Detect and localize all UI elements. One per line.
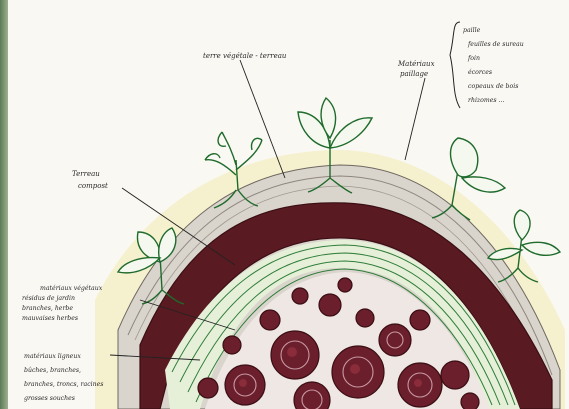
label-bottom-left: matériaux ligneux bûches, branches, bran… <box>24 353 103 402</box>
legend-item: rhizomes ... <box>468 97 505 104</box>
label-line: matériaux végétaux <box>40 285 103 292</box>
legend-item: feuilles de sureau <box>467 41 524 48</box>
label-compost-2: compost <box>78 182 108 190</box>
label-line: matériaux ligneux <box>24 353 81 360</box>
legend-item: copeaux de bois <box>468 83 518 90</box>
label-line: branches, troncs, racines <box>24 381 103 388</box>
label-line: grosses souches <box>24 395 75 402</box>
label-line: bûches, branches, <box>24 367 81 374</box>
legend-list: paille feuilles de sureau foin écorces c… <box>463 27 524 104</box>
label-paillage-2: paillage <box>400 70 428 78</box>
label-compost-1: Terreau <box>72 170 100 178</box>
legend-item: écorces <box>468 69 492 76</box>
label-paillage-1: Matériaux <box>397 60 435 68</box>
label-topsoil: terre végétale - terreau <box>203 52 287 60</box>
label-line: mauvaises herbes <box>22 315 78 322</box>
legend-bracket <box>450 22 460 108</box>
label-line: résidus de jardin <box>22 295 75 302</box>
legend-item: paille <box>463 27 481 34</box>
label-lower-left: matériaux végétaux résidus de jardin bra… <box>22 285 103 322</box>
legend-item: foin <box>467 55 480 62</box>
label-line: branches, herbe <box>22 305 73 312</box>
